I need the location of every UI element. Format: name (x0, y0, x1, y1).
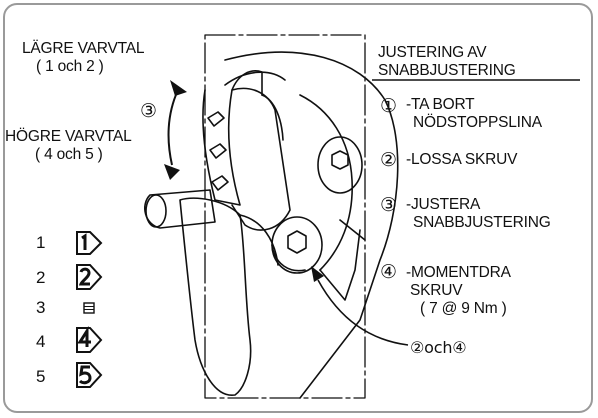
step-2-line-1: -LOSSA SKRUV (406, 151, 518, 168)
lever-arm (179, 197, 252, 396)
step-1-marker: ① (380, 95, 398, 117)
callout-label: ②och④ (410, 338, 467, 357)
gear-number: 4 (36, 332, 46, 351)
high-speed-label: HÖGRE VARVTAL (5, 128, 132, 145)
low-speed-label: LÄGRE VARVTAL (22, 40, 145, 57)
low-gears-label: ( 1 och 2 ) (36, 58, 104, 75)
gear-2-icon (76, 264, 103, 290)
gear-number: 2 (36, 268, 46, 287)
gear-5-icon (76, 362, 103, 388)
instruction-heading-2: SNABBJUSTERING (378, 62, 516, 79)
gear-number: 1 (36, 233, 46, 252)
lever-block (231, 87, 291, 231)
step-3-marker: ③ (380, 194, 398, 216)
pivot-shaft (144, 189, 216, 229)
callout-arrow (311, 266, 409, 346)
step-4-line-2: SKRUV (410, 282, 463, 299)
high-gears-label: ( 4 och 5 ) (35, 146, 103, 163)
gear-row-4: 4 (36, 332, 56, 352)
gear-3-neutral-icon (83, 302, 95, 314)
direction-arrow (164, 80, 187, 180)
housing-curve (224, 51, 399, 399)
gear-number: 3 (36, 298, 46, 317)
detent-plate (202, 70, 263, 206)
gear-1-icon (76, 231, 103, 255)
gear-4-icon (76, 326, 103, 353)
gear-row-3: 3 (36, 298, 56, 318)
gear-row-1: 1 (36, 233, 56, 253)
instruction-heading-1: JUSTERING AV (378, 44, 487, 61)
gear-row-5: 5 (36, 367, 56, 387)
step-3-line-1: -JUSTERA (406, 196, 481, 213)
housing-dashed-outline (204, 34, 366, 399)
gear-number: 5 (36, 367, 46, 386)
arrow-marker-3: ③ (140, 100, 158, 122)
step-4-line-3: ( 7 @ 9 Nm ) (420, 300, 507, 317)
step-1-line-1: -TA BORT (406, 96, 475, 113)
rear-bolt (317, 136, 363, 194)
step-2-marker: ② (380, 149, 398, 171)
step-4-line-1: -MOMENTDRA (406, 264, 511, 281)
step-4-marker: ④ (380, 261, 398, 283)
step-1-line-2: NÖDSTOPPSLINA (413, 114, 542, 131)
step-3-line-2: SNABBJUSTERING (413, 214, 551, 231)
front-screw (271, 216, 323, 274)
diagram-frame (3, 3, 593, 413)
gear-row-2: 2 (36, 268, 56, 288)
